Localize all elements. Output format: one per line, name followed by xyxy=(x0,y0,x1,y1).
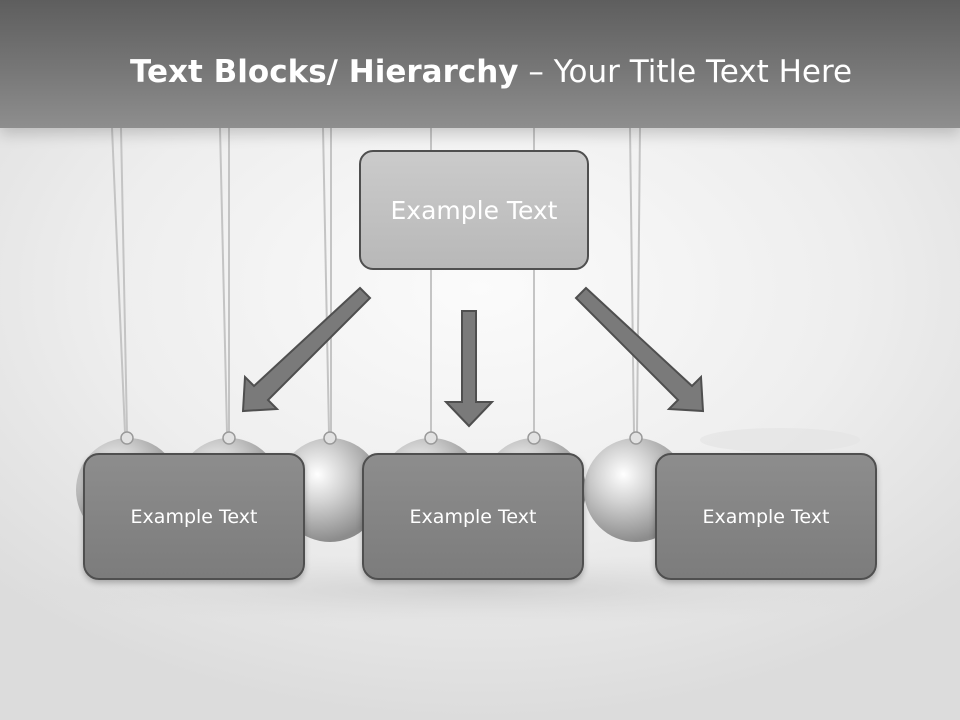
arrow-down-left xyxy=(241,286,372,413)
title-regular: – Your Title Text Here xyxy=(518,54,853,90)
top-block-label: Example Text xyxy=(390,195,558,225)
middle-block-label: Example Text xyxy=(409,505,537,528)
slide-title: Text Blocks/ Hierarchy – Your Title Text… xyxy=(130,54,852,98)
left-text-block: Example Text xyxy=(83,453,305,580)
title-bar: Text Blocks/ Hierarchy – Your Title Text… xyxy=(0,0,960,128)
arrow-down xyxy=(443,310,495,428)
top-text-block: Example Text xyxy=(359,150,589,270)
title-bold: Text Blocks/ Hierarchy xyxy=(130,54,519,90)
left-block-label: Example Text xyxy=(130,505,258,528)
middle-text-block: Example Text xyxy=(362,453,584,580)
right-text-block: Example Text xyxy=(655,453,877,580)
right-block-label: Example Text xyxy=(702,505,830,528)
arrow-down-right xyxy=(574,286,705,413)
